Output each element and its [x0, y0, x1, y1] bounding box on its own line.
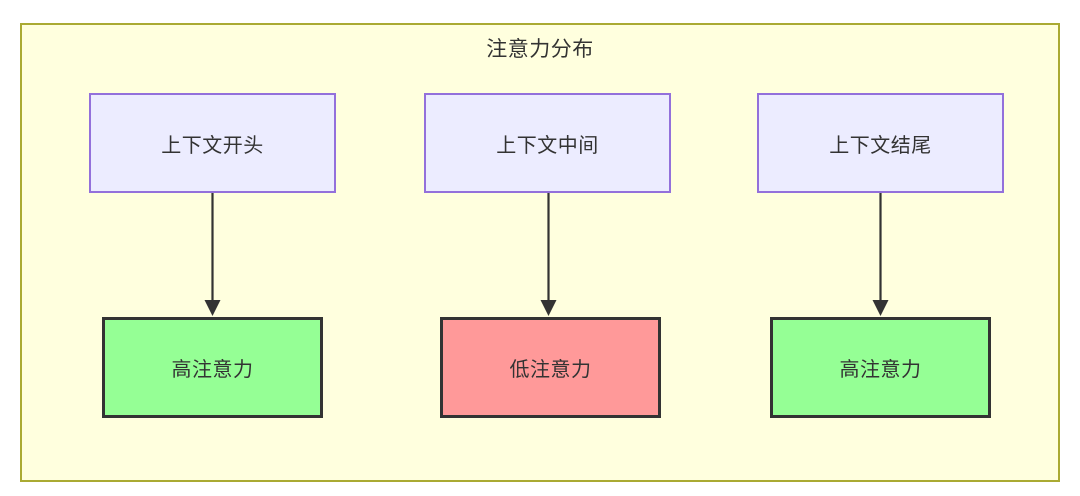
- node-label: 上下文开头: [161, 134, 264, 157]
- node-attention-high-end[interactable]: 高注意力: [770, 317, 991, 418]
- node-attention-high-start[interactable]: 高注意力: [102, 317, 323, 418]
- node-label: 低注意力: [509, 359, 592, 381]
- node-attention-low-middle[interactable]: 低注意力: [440, 317, 661, 418]
- node-label: 上下文结尾: [829, 134, 932, 157]
- node-context-middle[interactable]: 上下文中间: [424, 93, 671, 193]
- node-context-start[interactable]: 上下文开头: [89, 93, 336, 193]
- node-context-end[interactable]: 上下文结尾: [757, 93, 1004, 193]
- node-label: 高注意力: [839, 359, 922, 381]
- subgraph-title: 注意力分布: [486, 38, 594, 61]
- node-label: 上下文中间: [496, 134, 599, 157]
- node-label: 高注意力: [171, 359, 254, 381]
